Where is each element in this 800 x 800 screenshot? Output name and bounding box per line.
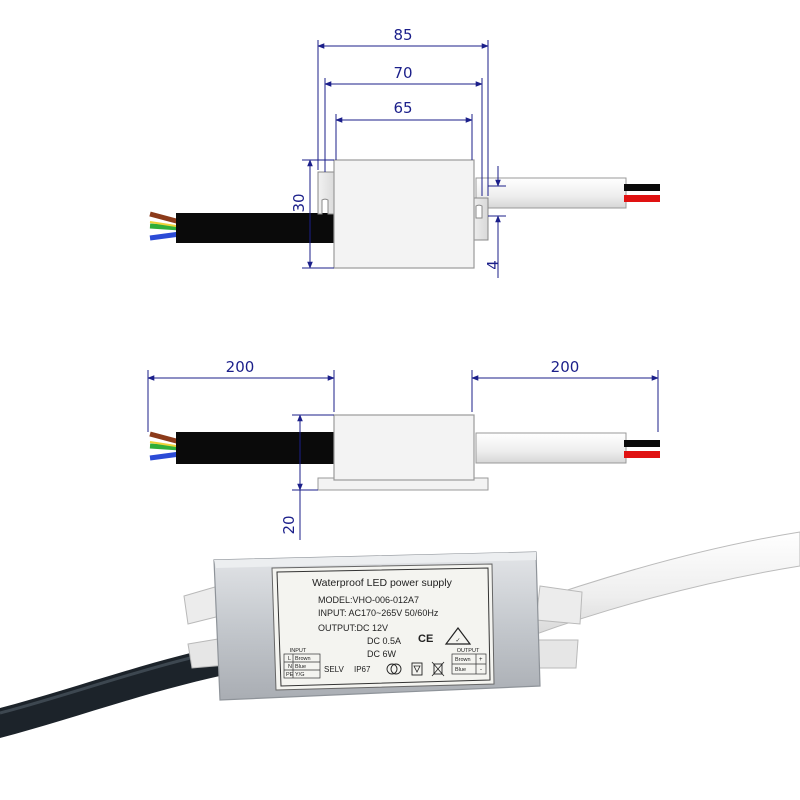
wire-blue: [149, 231, 181, 241]
weee-bin-icon: [431, 661, 445, 677]
housing-top: [333, 159, 475, 269]
photo-output-cable: [519, 531, 800, 641]
mount-slot-right: [475, 204, 483, 219]
svg-text:✓: ✓: [455, 637, 460, 644]
label-title: Waterproof LED power supply: [312, 577, 452, 589]
photo-label: [271, 563, 495, 691]
photo-label-border: [276, 567, 491, 687]
input-table-header: INPUT: [290, 648, 307, 654]
input-color-brown: Brown: [295, 656, 311, 662]
label-input: INPUT: AC170~265V 50/60Hz: [318, 608, 439, 618]
dim-65-label: 65: [393, 99, 412, 117]
input-pin-pe: PE: [286, 672, 294, 678]
output-color-blue: Blue: [455, 667, 466, 673]
dim-85-label: 85: [393, 26, 412, 44]
photo-tab-right-top: [535, 585, 583, 625]
output-wires-top: [624, 184, 660, 202]
safety-class-icon: [411, 662, 423, 676]
ce-mark: CE: [418, 633, 433, 645]
photo-input-cable: [0, 642, 238, 738]
transformer-icon: [386, 663, 402, 675]
input-color-blue: Blue: [295, 664, 306, 670]
mount-tab-left: [317, 171, 337, 215]
wire-blue: [149, 451, 181, 461]
wire-green: [149, 443, 181, 451]
output-cable-side: [475, 432, 627, 464]
output-cable-top: [475, 177, 627, 209]
input-cable-top: [176, 213, 336, 243]
wire-brown: [149, 211, 181, 225]
label-ip67: IP67: [354, 665, 371, 674]
wire-yellow-stripe: [149, 221, 177, 227]
output-table-header: OUTPUT: [457, 648, 480, 654]
wire-black: [624, 440, 660, 447]
label-power: DC 6W: [367, 649, 397, 659]
input-wires-top: [149, 211, 181, 241]
side-view: 200 200 20: [147, 358, 660, 540]
dim-4-label: 4: [484, 260, 502, 270]
top-view: 85 70 65 30 4: [149, 26, 660, 278]
photo-housing-top-edge: [214, 552, 536, 568]
dim-200-left-label: 200: [226, 358, 255, 376]
dim-70-label: 70: [393, 64, 412, 82]
output-wires-side: [624, 440, 660, 458]
label-current: DC 0.5A: [367, 636, 401, 646]
input-color-yg: Y/G: [295, 672, 304, 678]
product-photo: Waterproof LED power supply MODEL:VHO-00…: [0, 531, 800, 738]
output-color-brown: Brown: [455, 657, 471, 663]
label-output: OUTPUT:DC 12V: [318, 623, 388, 633]
wire-green: [149, 223, 181, 231]
housing-side: [333, 414, 475, 481]
output-pol-minus: -: [480, 667, 482, 673]
input-wires-side: [149, 431, 181, 461]
input-cable-side: [176, 432, 336, 464]
input-pin-n: N: [288, 664, 292, 670]
wire-yellow-stripe: [149, 441, 177, 447]
label-model: MODEL:VHO-006-012A7: [318, 595, 419, 605]
wire-red: [624, 195, 660, 202]
dim-200-right-label: 200: [551, 358, 580, 376]
saa-icon: ✓: [444, 627, 472, 645]
wire-red: [624, 451, 660, 458]
input-pin-l: L: [288, 656, 291, 662]
wire-brown: [149, 431, 181, 445]
output-pol-plus: +: [479, 657, 483, 663]
label-selv: SELV: [324, 665, 345, 674]
input-wire-table: INPUT L Brown N Blue PE Y/G: [283, 648, 321, 679]
dim-30-label: 30: [290, 193, 308, 212]
dim-20-label: 20: [280, 515, 298, 534]
wire-black: [624, 184, 660, 191]
output-wire-table: OUTPUT Brown + Blue -: [451, 648, 487, 675]
